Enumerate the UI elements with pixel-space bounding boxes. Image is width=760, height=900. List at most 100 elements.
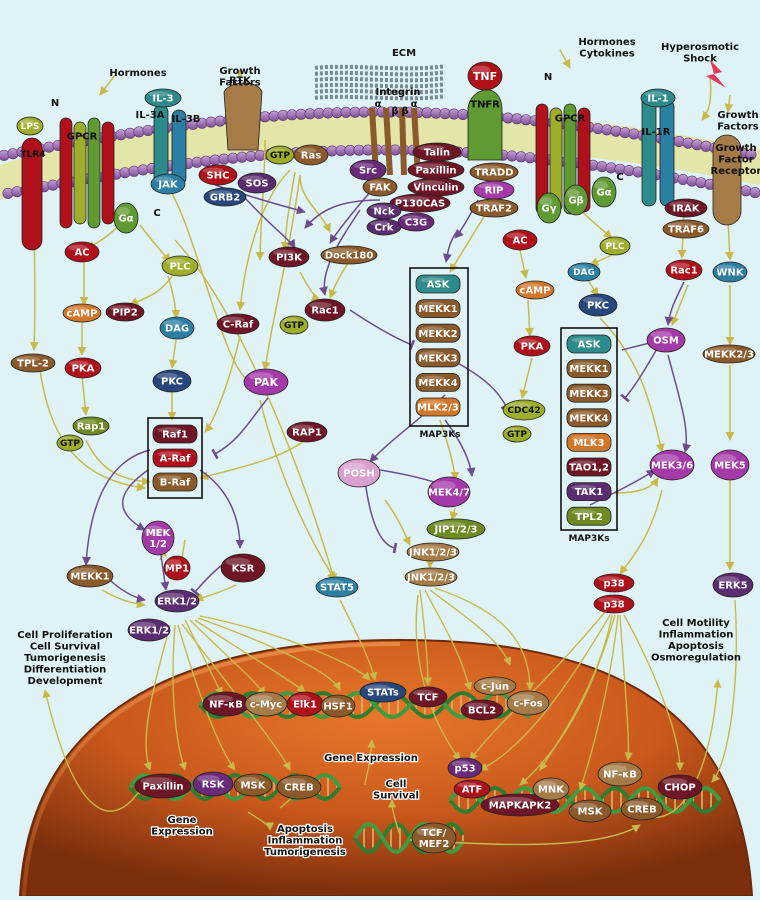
lipid-head [8, 149, 18, 159]
node-gtp_ras: GTP [266, 146, 294, 164]
node-cjun: c-Jun [474, 677, 516, 695]
node-osm: OSM [647, 328, 685, 352]
label-plc_left: PLC [169, 262, 190, 273]
node-msk_right: MSK [569, 800, 611, 822]
lipid-head [138, 165, 148, 175]
node-gg: Gγ [537, 193, 561, 223]
node-craf: C-Raf [217, 314, 259, 334]
label-msk_right: MSK [578, 807, 604, 818]
label-creb_right: CREB [627, 805, 657, 816]
label-ga_left: Gα [118, 214, 133, 225]
label-camp_right: cAMP [520, 286, 551, 297]
text-hyperosmotic-1: Shock [683, 54, 717, 65]
ecm-fiber [315, 66, 445, 68]
node-bcl2: BCL2 [461, 700, 503, 720]
text-hormones-cytokines-1: Cytokines [579, 49, 634, 60]
label-mek5: MEK5 [714, 461, 746, 472]
lipid-head [696, 178, 706, 188]
lipid-head [602, 125, 612, 135]
label-tradd: TRADD [475, 168, 514, 179]
node-pip2: PIP2 [106, 303, 144, 321]
label-ac_left: AC [74, 248, 89, 259]
lipid-head [3, 188, 13, 198]
text-gf-receptor-1: Factor [718, 155, 754, 166]
node-ga_left: Gα [114, 203, 138, 233]
text-outcomes-right-1: Inflammation [659, 630, 734, 641]
node-gpcr_right: GPCR [555, 114, 586, 125]
node-creb_right: CREB [621, 798, 663, 820]
label-erk12_b: ERK1/2 [129, 626, 169, 637]
node-map3k-right-tpl2-7: TPL2 [567, 507, 611, 525]
node-erk12_b: ERK1/2 [128, 619, 170, 641]
lipid-head [687, 176, 697, 186]
node-sos: SOS [238, 173, 276, 193]
node-pka_right: PKA [514, 336, 550, 356]
label-ksr: KSR [232, 564, 255, 575]
text-ecm: ECM [392, 48, 416, 59]
text-il3a: IL-3A [136, 110, 165, 121]
label-paxillin: Paxillin [142, 782, 183, 793]
label-pkc_right: PKC [587, 301, 609, 312]
label-raf-b-raf: B-Raf [160, 478, 191, 489]
text-apoptosis-block-0: Apoptosis [277, 824, 333, 835]
label-irak: IRAK [673, 204, 701, 215]
label-map3k-right-mekk4-3: MEKK4 [569, 413, 608, 424]
nucleus [20, 640, 752, 896]
lipid-head [143, 125, 153, 135]
node-map3k-right-ask-0: ASK [567, 335, 611, 353]
lipid-head [593, 123, 603, 133]
lipid-head [678, 174, 688, 184]
text-map3k-right-label: MAP3Ks [568, 534, 609, 544]
node-tcf: TCF [409, 687, 447, 707]
label-paxillin_top: Paxillin [415, 166, 456, 177]
node-raf-raf1: Raf1 [153, 425, 197, 443]
lipid-head [120, 168, 130, 178]
label-map3k-left-ask-0: ASK [427, 280, 451, 291]
label-nfkb_left: NF-κB [209, 700, 243, 711]
label-map3k-right-tpl2-7: TPL2 [575, 512, 603, 523]
rtk-body [224, 83, 262, 150]
text-alpha-1: α [375, 99, 382, 110]
node-p38_b: p38 [594, 595, 634, 613]
lipid-head [620, 127, 630, 137]
label-traf6: TRAF6 [668, 225, 704, 236]
node-grb2: GRB2 [204, 188, 246, 206]
text-n-left: N [51, 98, 59, 109]
node-jak: JAK [151, 174, 185, 194]
label-rap1_upper: RAP1 [292, 428, 322, 439]
label-il1: IL-1 [647, 94, 668, 105]
node-talin: Talin [413, 143, 461, 161]
label-tcf: TCF [418, 693, 439, 704]
label-sos: SOS [246, 179, 269, 190]
text-growth-factors-right-0: Growth [717, 110, 758, 121]
node-cmyc: c-Myc [245, 692, 287, 716]
node-plc_right: PLC [600, 237, 630, 255]
node-shc: SHC [199, 165, 237, 185]
label-traf2: TRAF2 [476, 204, 512, 215]
label-plc_right: PLC [606, 242, 625, 252]
gpcr-left-helix-4 [102, 122, 114, 224]
node-elk1: Elk1 [287, 692, 323, 716]
node-atf: ATF [454, 780, 490, 798]
node-gtp_rac1: GTP [280, 316, 308, 334]
label-gpcr_right: GPCR [555, 114, 586, 125]
label-map3k-right-tao1-2-5: TAO1,2 [569, 463, 609, 474]
node-pka_left: PKA [65, 358, 101, 378]
label-tnfr: TNFR [470, 100, 500, 111]
lipid-head [125, 128, 135, 138]
text-n-right: N [544, 72, 552, 83]
node-msk_left: MSK [234, 774, 272, 796]
text-gf-receptor-0: Growth [715, 143, 756, 154]
label-posh: POSH [343, 469, 374, 480]
text-outcomes-left-2: Tumorigenesis [24, 653, 106, 664]
lipid-head [692, 140, 702, 150]
label-mapkapk2: MAPKAPK2 [489, 801, 552, 812]
node-rac1_right: Rac1 [666, 260, 702, 280]
node-map3k-left-ask-0: ASK [416, 275, 460, 293]
node-pi3k: PI3K [269, 247, 309, 267]
label-map3k-right-mlk3-4: MLK3 [573, 438, 604, 449]
text-integrin: Integrin [375, 87, 420, 98]
label-atf: ATF [462, 785, 483, 796]
node-map3k-right-mekk3-2: MEKK3 [567, 384, 611, 402]
